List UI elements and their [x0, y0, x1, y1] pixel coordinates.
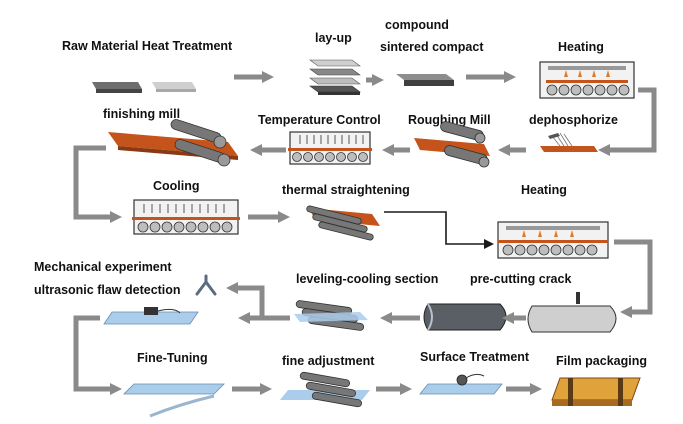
- heating-furnace-2: [497, 221, 609, 259]
- label-lay-up: lay-up: [315, 31, 352, 45]
- dephosphorize-unit: [540, 132, 598, 152]
- pre-cutting-coil-2: [527, 292, 617, 333]
- label-surface-treatment: Surface Treatment: [420, 350, 530, 364]
- label-mechanical-experiment: Mechanical experiment: [34, 260, 172, 274]
- finishing-mill-machine: [108, 119, 238, 167]
- layup-stack: [309, 59, 361, 95]
- label-raw-material: Raw Material Heat Treatment: [62, 39, 233, 53]
- label-cooling: Cooling: [153, 179, 200, 193]
- label-thermal-straightening: thermal straightening: [282, 183, 410, 197]
- pre-cutting-coil-1: [423, 303, 507, 331]
- label-dephosphorize: dephosphorize: [529, 113, 618, 127]
- fine-adjustment-rollers: [280, 371, 370, 408]
- surface-treatment-sheet: [419, 373, 503, 395]
- leveling-cooling-unit: [294, 300, 368, 331]
- mechanical-test-sheet: [103, 274, 217, 325]
- label-roughing-mill: Roughing Mill: [408, 113, 491, 127]
- cooling-unit: [132, 199, 240, 235]
- label-leveling-cooling: leveling-cooling section: [296, 272, 438, 286]
- heating-furnace-1: [539, 61, 635, 99]
- flow-arrows: [73, 71, 657, 395]
- label-film-packaging: Film packaging: [556, 354, 647, 368]
- sintered-compact-plate: [396, 74, 454, 86]
- label-compound: compound: [385, 18, 449, 32]
- roughing-mill-machine: [414, 121, 490, 168]
- label-sintered-compact: sintered compact: [380, 40, 484, 54]
- temperature-control-unit: [288, 131, 372, 165]
- thermal-straightening-unit: [306, 205, 380, 241]
- fine-tuning-sheet: [123, 383, 225, 418]
- label-finishing-mill: finishing mill: [103, 107, 180, 121]
- label-pre-cutting: pre-cutting crack: [470, 272, 571, 286]
- label-fine-tuning: Fine-Tuning: [137, 351, 208, 365]
- label-ultrasonic-flaw: ultrasonic flaw detection: [34, 283, 181, 297]
- label-heating-1: Heating: [558, 40, 604, 54]
- label-temperature-control: Temperature Control: [258, 113, 381, 127]
- label-fine-adjustment: fine adjustment: [282, 354, 375, 368]
- film-package: [551, 377, 641, 406]
- label-heating-2: Heating: [521, 183, 567, 197]
- raw-material-plates: [92, 82, 196, 93]
